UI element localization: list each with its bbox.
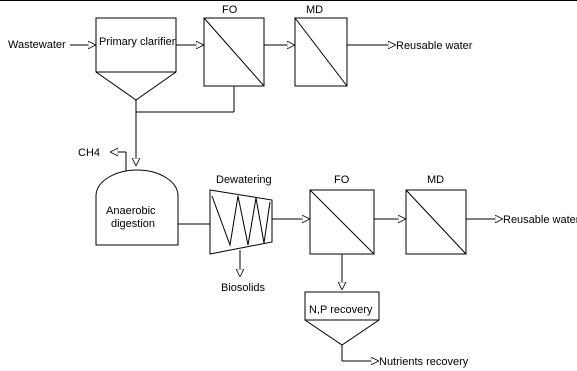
dewatering-label: Dewatering bbox=[216, 174, 272, 186]
md-top-label: MD bbox=[306, 4, 323, 16]
ch4-label: CH4 bbox=[78, 147, 100, 159]
reusable-water-bottom-label: Reusable water bbox=[503, 214, 577, 226]
reusable-water-top-label: Reusable water bbox=[396, 40, 473, 52]
np-recovery-label: N,P recovery bbox=[309, 304, 373, 316]
biosolids-label: Biosolids bbox=[221, 282, 266, 294]
fo-top-label: FO bbox=[222, 4, 238, 16]
fo-bottom-membrane bbox=[309, 189, 375, 255]
primary-clarifier-label: Primary clarifier bbox=[99, 36, 176, 48]
anaerobic-digester bbox=[95, 169, 179, 246]
wastewater-label: Wastewater bbox=[8, 39, 66, 51]
fo-bottom-label: FO bbox=[334, 174, 350, 186]
np-recovery-unit bbox=[304, 291, 380, 346]
nutrients-recovery-label: Nutrients recovery bbox=[379, 356, 469, 368]
md-bottom-membrane bbox=[405, 189, 467, 255]
fo-top-membrane bbox=[203, 17, 265, 87]
dewatering-unit bbox=[209, 189, 273, 255]
anaerobic-label: Anaerobic bbox=[106, 205, 156, 217]
primary-clarifier bbox=[95, 17, 177, 101]
digestion-label: digestion bbox=[111, 218, 155, 230]
md-bottom-label: MD bbox=[427, 174, 444, 186]
md-top-membrane bbox=[294, 17, 348, 87]
